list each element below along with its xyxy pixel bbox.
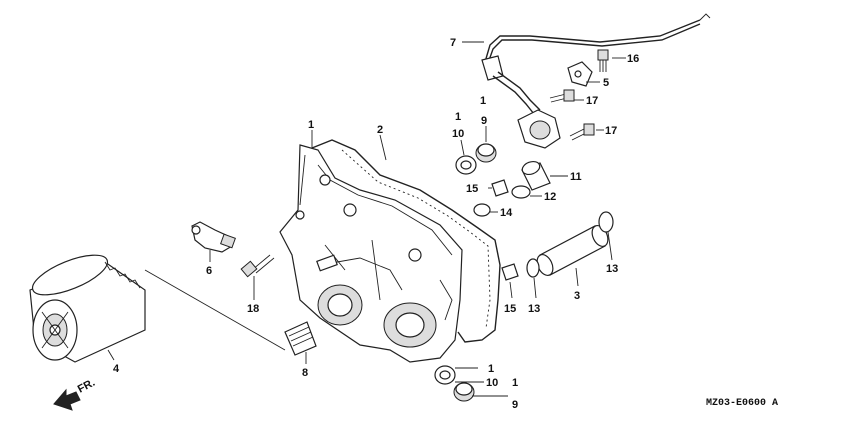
callout-18: 18 <box>247 303 259 315</box>
callout-17-upper: 17 <box>586 95 598 107</box>
callout-4: 4 <box>113 363 120 375</box>
callout-15-upper: 15 <box>466 183 478 195</box>
callout-6: 6 <box>206 265 212 277</box>
bolt-18-part <box>240 254 275 278</box>
callout-2: 2 <box>377 124 383 136</box>
callout-1-bottom: 1 <box>512 377 518 389</box>
callout-10-lower: 10 <box>486 377 498 389</box>
callout-9-upper: 9 <box>481 115 487 127</box>
callout-1: 1 <box>308 119 314 131</box>
callout-11: 11 <box>570 171 582 183</box>
neutral-switch-wire-part <box>481 13 711 149</box>
collar-11-part <box>521 160 551 191</box>
cap-9-upper-part <box>475 143 497 163</box>
callout-1-lower: 1 <box>488 363 494 375</box>
o-ring-12-part <box>511 185 531 199</box>
oil-filter-part <box>29 254 146 363</box>
callout-17-lower: 17 <box>605 125 617 137</box>
callout-16: 16 <box>627 53 639 65</box>
collar-15-upper-part <box>491 179 509 197</box>
gasket-part <box>311 139 501 343</box>
cap-9-lower-part <box>453 382 475 402</box>
callout-1-left: 1 <box>455 111 461 123</box>
o-ring-14-part <box>473 203 491 217</box>
o-ring-13-right-part <box>598 211 614 233</box>
callout-3: 3 <box>574 290 580 302</box>
callout-1-upper: 1 <box>480 95 486 107</box>
bolt-16-part <box>597 49 609 72</box>
callout-13-right: 13 <box>606 263 618 275</box>
callout-14: 14 <box>500 207 513 219</box>
callout-8: 8 <box>302 367 308 379</box>
o-ring-13-mid-part <box>526 258 540 278</box>
callout-10-upper: 10 <box>452 128 464 140</box>
part-code-label: MZ03-E0600 A <box>706 398 778 409</box>
bolt-17-lower-part <box>569 123 595 141</box>
callout-7: 7 <box>450 37 456 49</box>
callout-12: 12 <box>544 191 556 203</box>
oil-pressure-switch-part <box>191 221 236 253</box>
front-direction-arrow: FR. <box>53 377 97 411</box>
collar-15-lower-part <box>501 263 519 281</box>
callout-15-lower: 15 <box>504 303 516 315</box>
front-marker-label: FR. <box>76 377 97 396</box>
oil-pipe-3-part <box>536 225 609 276</box>
callout-13-mid: 13 <box>528 303 540 315</box>
bolt-17-upper-part <box>549 89 575 103</box>
leader-lines <box>107 41 626 397</box>
side-cover-part <box>279 144 463 363</box>
callout-5: 5 <box>603 77 609 89</box>
callout-9-lower: 9 <box>512 399 518 411</box>
front-arrow-icon <box>53 388 81 411</box>
nipple-8-part <box>284 321 317 356</box>
